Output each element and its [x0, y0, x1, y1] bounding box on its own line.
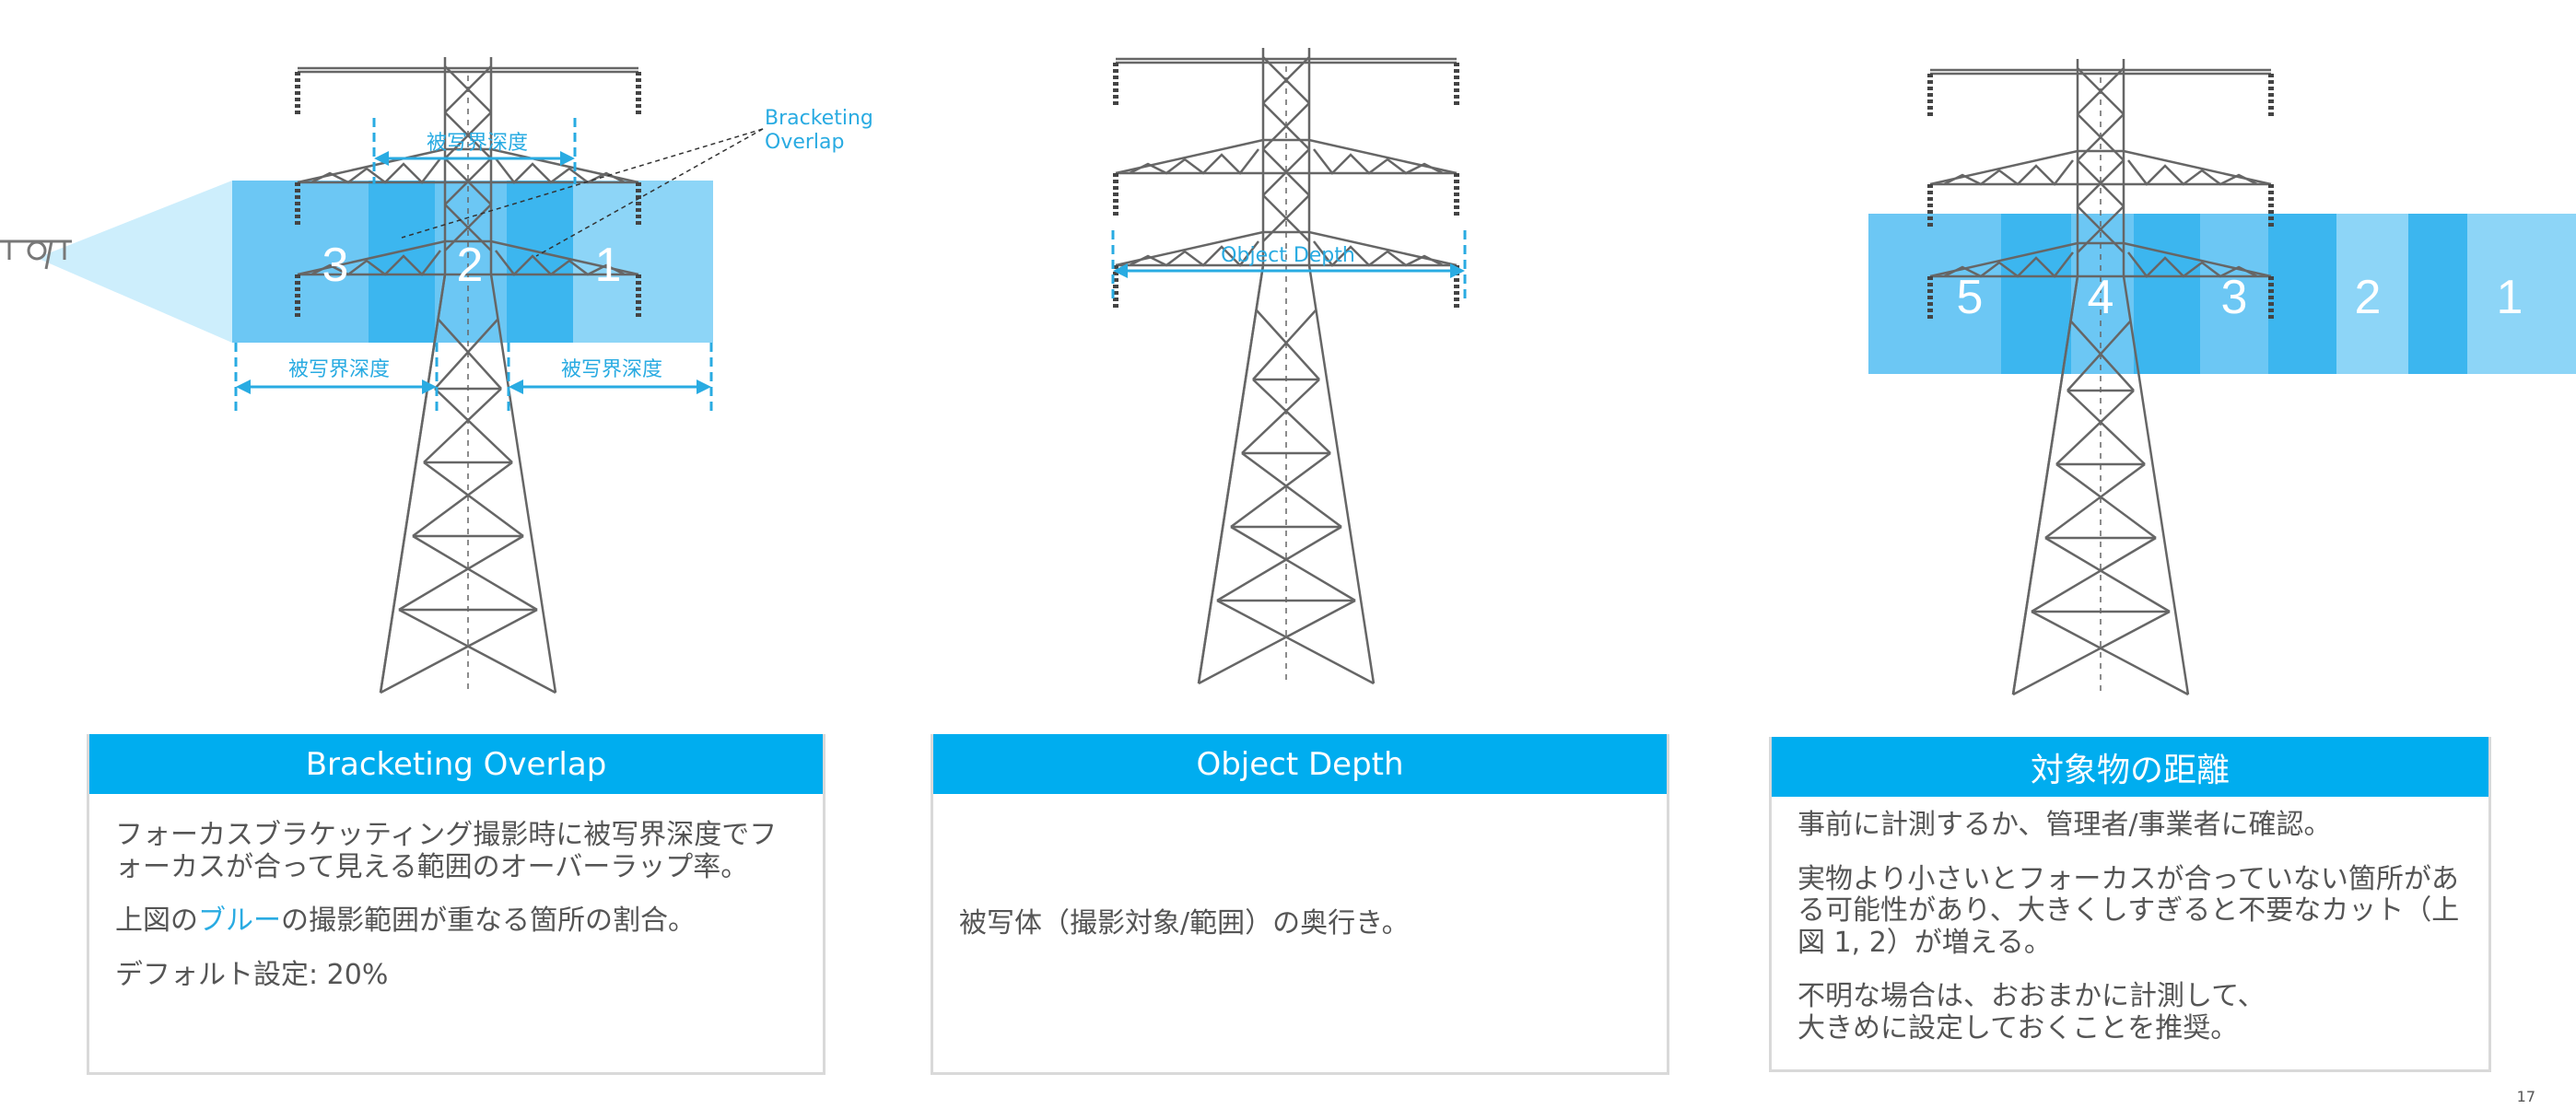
card-paragraph: 事前に計測するか、管理者/事業者に確認。	[1797, 809, 2332, 841]
segment-label-1: 1	[595, 239, 622, 292]
card-body: フォーカスブラケッティング撮影時に被写界深度でフォーカスが合って見える範囲のオー…	[89, 794, 823, 1032]
card-object-distance: 対象物の距離 事前に計測するか、管理者/事業者に確認。 実物より小さいとフォーカ…	[1769, 737, 2491, 1072]
segment-label-2r: 2	[2355, 271, 2382, 324]
default-setting: デフォルト設定: 20%	[115, 958, 389, 991]
text-line: 不明な場合は、おおまかに計測して、	[1797, 980, 2266, 1012]
card-paragraph: フォーカスブラケッティング撮影時に被写界深度でフォーカスが合って見える範囲のオー…	[115, 819, 778, 883]
card-body: 事前に計測するか、管理者/事業者に確認。 実物より小さいとフォーカスが合っていな…	[1772, 797, 2488, 1063]
focus-band-overlap-f	[2408, 214, 2467, 374]
card-body: 被写体（撮影対象/範囲）の奥行き。	[933, 794, 1667, 981]
accent-text: ブルー	[198, 905, 281, 937]
camera-view-cone	[37, 181, 232, 343]
focus-band-1	[573, 181, 713, 343]
card-paragraph: 不明な場合は、おおまかに計測して、 大きめに設定しておくことを推奨。	[1797, 980, 2463, 1045]
focus-band-overlap-d	[2134, 214, 2200, 374]
card-paragraph: 実物より小さいとフォーカスが合っていない箇所がある可能性があり、大きくしすぎると…	[1797, 862, 2460, 959]
left-panel: 3 2 1 被写界深度 被写界深度 被写界深度	[0, 57, 873, 693]
object-depth-label: Object Depth	[1221, 244, 1355, 267]
focus-band-overlap-b	[507, 181, 573, 343]
text-segment: 上図の	[115, 905, 198, 937]
segment-label-5: 5	[1957, 271, 1984, 324]
segment-label-3: 3	[322, 239, 349, 292]
focus-band-overlap-a	[369, 181, 435, 343]
transmission-tower-middle	[1116, 48, 1457, 683]
card-paragraph: 被写体（撮影対象/範囲）の奥行き。	[959, 907, 1410, 940]
overlap-label-line2: Overlap	[765, 131, 844, 154]
focus-band-5	[1868, 214, 2001, 374]
focus-band-3r	[2200, 214, 2268, 374]
transmission-tower-right	[1930, 59, 2271, 695]
focus-band-1r	[2467, 214, 2576, 374]
card-object-depth: Object Depth 被写体（撮影対象/範囲）の奥行き。	[931, 734, 1669, 1075]
card-title: 対象物の距離	[1772, 737, 2488, 797]
focus-band-overlap-c	[2001, 214, 2071, 374]
card-bracketing-overlap: Bracketing Overlap フォーカスブラケッティング撮影時に被写界深…	[87, 734, 825, 1075]
overlap-label-line1: Bracketing	[765, 107, 873, 130]
segment-label-1r: 1	[2497, 271, 2523, 324]
diagram-canvas: 3 2 1 被写界深度 被写界深度 被写界深度	[0, 0, 2576, 718]
segment-label-4: 4	[2088, 271, 2114, 324]
dof-label-left: 被写界深度	[288, 358, 390, 381]
segment-label-3r: 3	[2221, 271, 2248, 324]
drone-icon	[0, 239, 72, 270]
segment-label-2: 2	[457, 239, 484, 292]
card-title: Bracketing Overlap	[89, 734, 823, 794]
right-panel: 5 4 3 2 1	[1868, 59, 2576, 695]
middle-panel: Object Depth	[1111, 48, 1467, 683]
card-paragraph: 上図のブルーの撮影範囲が重なる箇所の割合。	[115, 905, 797, 938]
dof-label-right: 被写界深度	[561, 358, 662, 381]
focus-band-2r	[2336, 214, 2408, 374]
dof-label-top: 被写界深度	[427, 132, 528, 155]
text-segment: の撮影範囲が重なる箇所の割合。	[281, 905, 696, 937]
card-title: Object Depth	[933, 734, 1667, 794]
page-number: 17	[2516, 1088, 2535, 1105]
focus-band-overlap-e	[2268, 214, 2336, 374]
text-line: 大きめに設定しておくことを推奨。	[1797, 1011, 2239, 1045]
